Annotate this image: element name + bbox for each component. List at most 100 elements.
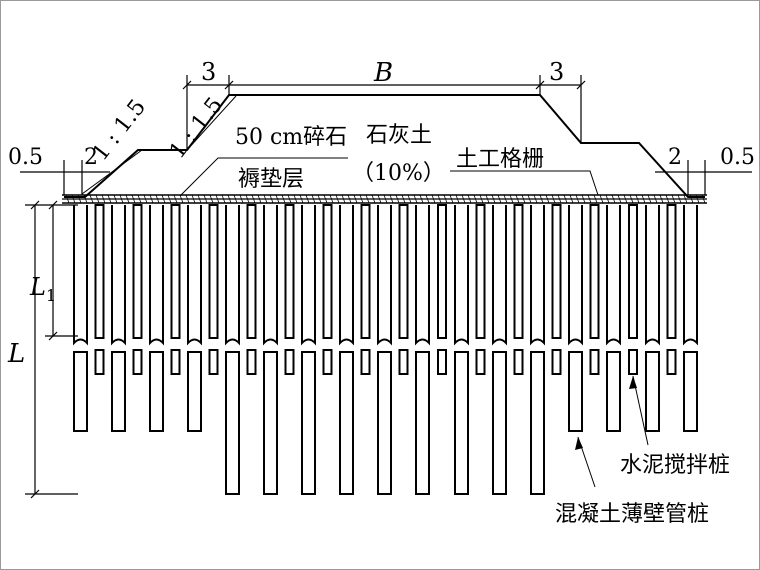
cushion-hatch <box>197 194 202 204</box>
cement-mixing-pile-lower <box>132 349 143 375</box>
cement-mixing-pile-lower <box>666 349 677 375</box>
cement-mixing-pile-upper <box>246 204 257 339</box>
pile-length-1-dimension <box>45 200 78 341</box>
cushion-hatch <box>341 194 346 204</box>
cushion-hatch <box>71 194 76 204</box>
pile-length-1-label: L1 <box>29 273 56 305</box>
cushion-band <box>62 194 707 204</box>
cushion-hatch <box>149 194 154 204</box>
cushion-hatch <box>221 194 226 204</box>
cushion-hatch <box>287 194 292 204</box>
left-offset-label: 0.5 <box>8 145 43 170</box>
pipe-pile-upper <box>683 205 698 346</box>
cushion-hatch <box>161 194 166 204</box>
pipe-pile-upper <box>568 205 583 346</box>
cushion-hatch <box>317 194 322 204</box>
cushion-hatch <box>215 194 220 204</box>
lime-soil-line1: 石灰土 <box>366 123 432 148</box>
cushion-hatch <box>515 194 520 204</box>
cushion-hatch <box>419 194 424 204</box>
cushion-hatch <box>533 194 538 204</box>
cushion-hatch <box>173 194 178 204</box>
cushion-hatch <box>365 194 370 204</box>
cushion-hatch <box>641 194 646 204</box>
cushion-hatch <box>587 194 592 204</box>
pile-length-label: L <box>7 339 25 369</box>
cement-mixing-pile-upper <box>551 204 562 339</box>
cement-mixing-pile-upper <box>589 204 600 339</box>
cushion-hatch <box>539 194 544 204</box>
cushion-hatch <box>671 194 676 204</box>
cushion-hatch <box>95 194 100 204</box>
pipe-pile-upper <box>606 205 621 346</box>
cushion-hatch <box>677 194 682 204</box>
cement-mixing-pile-upper <box>398 204 409 339</box>
pipe-pile-upper <box>149 205 164 346</box>
pipe-pile-upper <box>187 205 202 346</box>
cement-mixing-pile-lower <box>208 349 219 375</box>
cushion-hatch <box>347 194 352 204</box>
cushion-hatch <box>191 194 196 204</box>
cushion-hatch <box>275 194 280 204</box>
slope-upper-label: 1 : 1.5 <box>165 93 228 164</box>
cushion-hatch <box>485 194 490 204</box>
cushion-hatch <box>695 194 700 204</box>
concrete-pipe-pile <box>683 351 698 432</box>
cushion-hatch <box>377 194 382 204</box>
cushion-hatch <box>335 194 340 204</box>
cushion-hatch <box>239 194 244 204</box>
concrete-pipe-pile <box>645 351 660 432</box>
pipe-pile-upper <box>415 205 430 346</box>
cement-mixing-pile-upper <box>132 204 143 339</box>
cement-mixing-pile-upper <box>666 204 677 339</box>
cushion-hatch <box>233 194 238 204</box>
left-berm-dimension <box>20 160 110 195</box>
cushion-hatch <box>563 194 568 204</box>
pipe-pile-upper <box>301 205 316 346</box>
cushion-hatch <box>575 194 580 204</box>
cushion-hatch <box>281 194 286 204</box>
cushion-hatch <box>257 194 262 204</box>
cushion-hatch <box>425 194 430 204</box>
cement-mixing-pile-upper <box>170 204 181 339</box>
cushion-hatch <box>455 194 460 204</box>
slope-leader-lower <box>81 149 143 195</box>
cushion-hatch <box>305 194 310 204</box>
cushion-hatch <box>629 194 634 204</box>
cement-mixing-pile-upper <box>513 204 524 339</box>
cushion-hatch <box>383 194 388 204</box>
cement-mixing-pile-lower <box>360 349 371 375</box>
cushion-hatch <box>113 194 118 204</box>
cushion-hatch <box>647 194 652 204</box>
cushion-hatch <box>209 194 214 204</box>
cement-mixing-pile-label: 水泥搅拌桩 <box>620 453 730 478</box>
cushion-hatch <box>701 194 706 204</box>
cushion-hatch <box>203 194 208 204</box>
geogrid-label: 土工格栅 <box>456 147 544 172</box>
dim-left-slope-shoulder: 3 <box>201 58 216 86</box>
cushion-hatch <box>167 194 172 204</box>
concrete-pipe-pile <box>187 351 202 432</box>
cushion-hatch <box>179 194 184 204</box>
cushion-hatch <box>509 194 514 204</box>
cement-mixing-pile-upper <box>360 204 371 339</box>
gravel-cushion-line2: 褥垫层 <box>238 167 304 192</box>
concrete-pipe-pile <box>263 351 278 495</box>
cushion-hatch <box>689 194 694 204</box>
cushion-hatch <box>653 194 658 204</box>
cement-mixing-pile-lower <box>284 349 295 375</box>
cushion-hatch <box>299 194 304 204</box>
cushion-hatch <box>269 194 274 204</box>
right-berm-dimension <box>655 160 752 195</box>
cushion-hatch <box>557 194 562 204</box>
cushion-hatch <box>521 194 526 204</box>
concrete-pipe-pile <box>492 351 507 495</box>
cushion-hatch <box>581 194 586 204</box>
cement-mixing-pile-upper <box>208 204 219 339</box>
concrete-pipe-pile <box>568 351 583 432</box>
pile-length-dimension <box>25 200 78 499</box>
cushion-hatch <box>683 194 688 204</box>
right-berm-label: 2 <box>668 145 682 170</box>
pipe-pile-upper <box>263 205 278 346</box>
